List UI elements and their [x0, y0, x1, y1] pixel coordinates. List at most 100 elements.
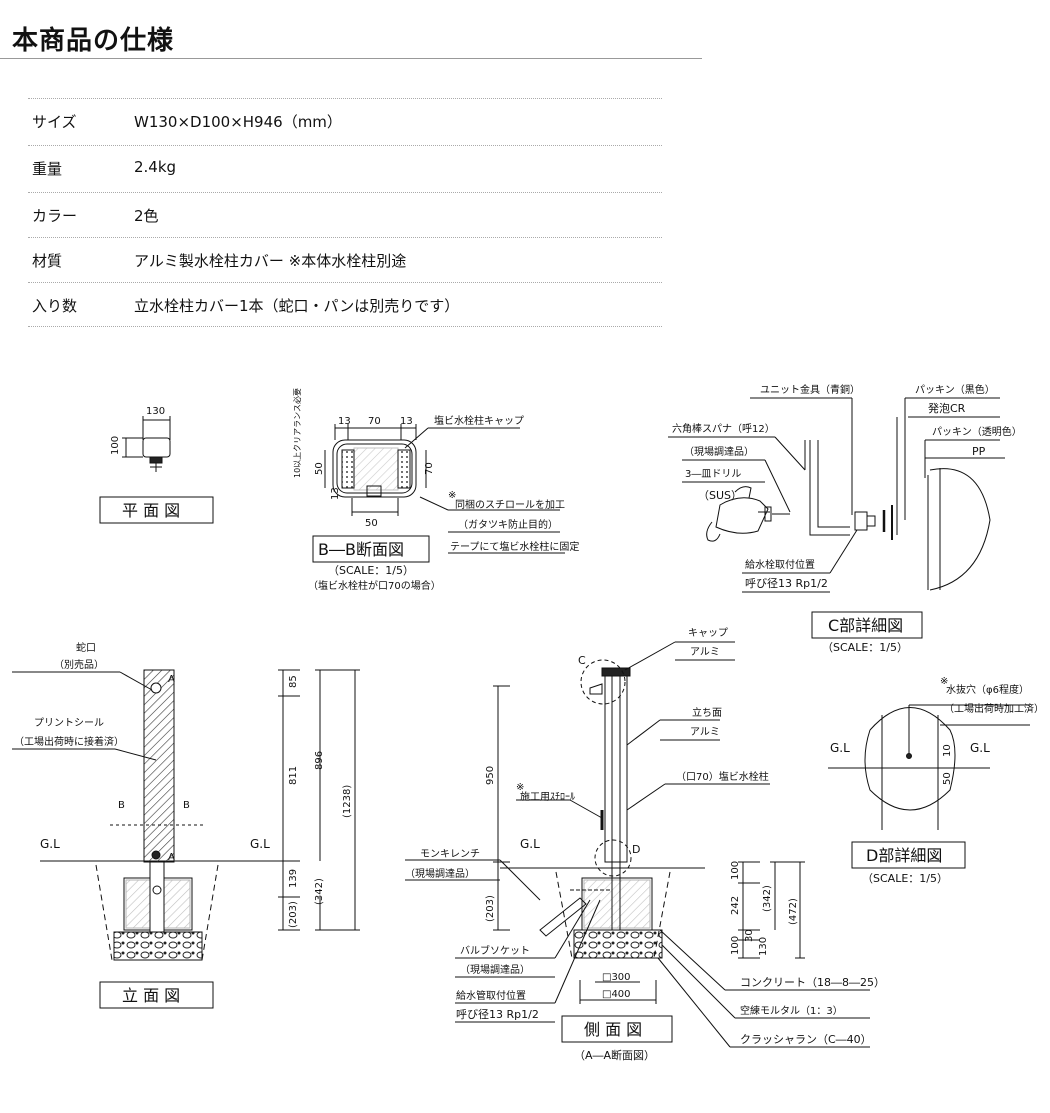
- side-dim: □400: [602, 989, 631, 1000]
- side-dim: 30: [744, 929, 755, 942]
- c-label: 発泡CR: [928, 401, 966, 415]
- d-caption: D部詳細図: [866, 846, 942, 865]
- side-caption: 側 面 図: [584, 1020, 642, 1039]
- side-label: 空練モルタル（1：3）: [740, 1004, 843, 1017]
- side-elevation: [405, 641, 870, 1048]
- c-label: 六角棒スパナ（呼12）: [672, 422, 775, 435]
- c-caption: C部詳細図: [828, 616, 903, 635]
- bb-scale: （SCALE：1/5）: [328, 564, 414, 577]
- side-label: ※: [516, 782, 524, 793]
- side-dim: □300: [602, 972, 631, 983]
- c-label: 3―皿ドリル: [685, 469, 741, 480]
- side-label: （口70）塩ビ水栓柱: [676, 770, 769, 783]
- d-dim: 50: [942, 772, 953, 785]
- drawing-labels: 130 100 平 面 図 13 70 13 50 50 70 13 10以上ク…: [14, 383, 1044, 1062]
- side-label: 呼び径13 Rp1/2: [456, 1008, 539, 1021]
- side-label: G.L: [520, 837, 540, 851]
- front-label: G.L: [250, 837, 270, 851]
- spec-row-color: カラー 2色: [28, 192, 662, 237]
- d-label: G.L: [830, 741, 850, 755]
- side-label: （現場調達品）: [405, 867, 475, 880]
- bb-foam-note: テープにて塩ビ水栓柱に固定: [450, 540, 579, 553]
- front-elevation: [12, 669, 360, 1009]
- bb-cap-label: 塩ビ水栓柱キャップ: [434, 414, 524, 427]
- front-dim: (342): [314, 878, 325, 905]
- bb-foam-note: 同梱のスチロールを加工: [455, 498, 565, 511]
- front-label: プリントシール: [34, 717, 104, 729]
- side-subcaption: （A―A断面図）: [574, 1048, 655, 1062]
- bb-dim: 70: [368, 416, 381, 427]
- side-dim: (472): [788, 898, 799, 925]
- side-dim: (342): [762, 885, 773, 912]
- side-label: コンクリート（18―8―25）: [740, 976, 885, 989]
- spec-row-material: 材質 アルミ製水栓柱カバー ※本体水栓柱別途: [28, 237, 662, 282]
- bb-dim: 50: [314, 462, 325, 475]
- c-label: 呼び径13 Rp1/2: [745, 577, 828, 590]
- front-label: B: [118, 800, 125, 811]
- side-dim: (203): [485, 895, 496, 922]
- front-dim: 896: [314, 751, 325, 770]
- spec-value: アルミ製水栓柱カバー ※本体水栓柱別途: [134, 252, 407, 270]
- d-label: ※: [940, 676, 948, 687]
- spec-label: サイズ: [32, 113, 77, 131]
- spec-value: 2.4kg: [134, 158, 177, 176]
- bb-section: [312, 424, 565, 563]
- side-label: アルミ: [690, 647, 720, 658]
- front-label: A: [168, 674, 175, 685]
- side-label: 立ち面: [692, 706, 722, 719]
- side-label: アルミ: [690, 727, 720, 738]
- front-dim: 85: [288, 675, 299, 688]
- title-divider: [0, 58, 702, 59]
- bb-dim: 13: [338, 416, 351, 427]
- front-dim: (203): [288, 901, 299, 928]
- front-label: 蛇口: [76, 641, 96, 654]
- spec-label: 重量: [32, 160, 63, 178]
- c-label: ユニット金具（青銅）: [760, 383, 860, 396]
- c-label: （現場調達品）: [684, 445, 754, 458]
- bb-clearance: 10以上クリアランス必要: [292, 388, 302, 478]
- plan-dim-h: 100: [110, 436, 121, 455]
- plan-view: [99, 416, 214, 524]
- spec-value: 2色: [134, 207, 159, 225]
- spec-row-weight: 重量 2.4kg: [28, 145, 662, 192]
- c-label: PP: [972, 445, 986, 458]
- c-label: 給水栓取付位置: [745, 558, 815, 571]
- side-label: クラッシャラン（C―40）: [740, 1033, 872, 1046]
- side-label: C: [578, 654, 586, 667]
- spec-label: 入り数: [32, 297, 78, 315]
- spec-label: カラー: [32, 207, 78, 225]
- spec-row-size: サイズ W130×D100×H946（mm）: [28, 98, 662, 145]
- bb-dim: 50: [365, 518, 378, 529]
- side-dim: 100: [730, 861, 741, 880]
- c-label: パッキン（透明色）: [932, 425, 1022, 438]
- side-dim: 130: [758, 937, 769, 956]
- bb-foam-note: （ガタツキ防止目的）: [458, 518, 558, 531]
- side-label: バルブソケット: [460, 944, 530, 957]
- front-label: （別売品）: [54, 658, 104, 671]
- spec-table: サイズ W130×D100×H946（mm） 重量 2.4kg カラー 2色 材…: [28, 98, 662, 327]
- front-label: B: [183, 800, 190, 811]
- side-label: モンキレンチ: [420, 848, 480, 860]
- side-label: 給水管取付位置: [456, 989, 526, 1002]
- side-label: （現場調達品）: [460, 963, 530, 976]
- c-label: パッキン（黒色）: [915, 383, 995, 396]
- page-title: 本商品の仕様: [12, 26, 175, 56]
- d-scale: （SCALE：1/5）: [862, 872, 948, 885]
- spec-value: 立水栓柱カバー1本（蛇口・パンは別売りです）: [134, 297, 460, 315]
- front-dim: (1238): [342, 785, 353, 818]
- plan-caption: 平 面 図: [122, 501, 180, 520]
- front-label: G.L: [40, 837, 60, 851]
- bb-dim: 70: [424, 462, 435, 475]
- side-label: 施工用ｽﾁﾛｰﾙ: [520, 790, 575, 803]
- bb-dim: 13: [400, 416, 413, 427]
- side-dim: 100: [730, 936, 741, 955]
- c-label: （SUS）: [698, 489, 742, 502]
- d-label: G.L: [970, 741, 990, 755]
- d-label: （工場出荷時加工済）: [944, 702, 1044, 715]
- side-dim: 242: [730, 896, 741, 915]
- bb-dim: 13: [330, 487, 341, 500]
- spec-label: 材質: [32, 252, 63, 270]
- side-label: D: [632, 843, 640, 856]
- front-dim: 811: [288, 766, 299, 785]
